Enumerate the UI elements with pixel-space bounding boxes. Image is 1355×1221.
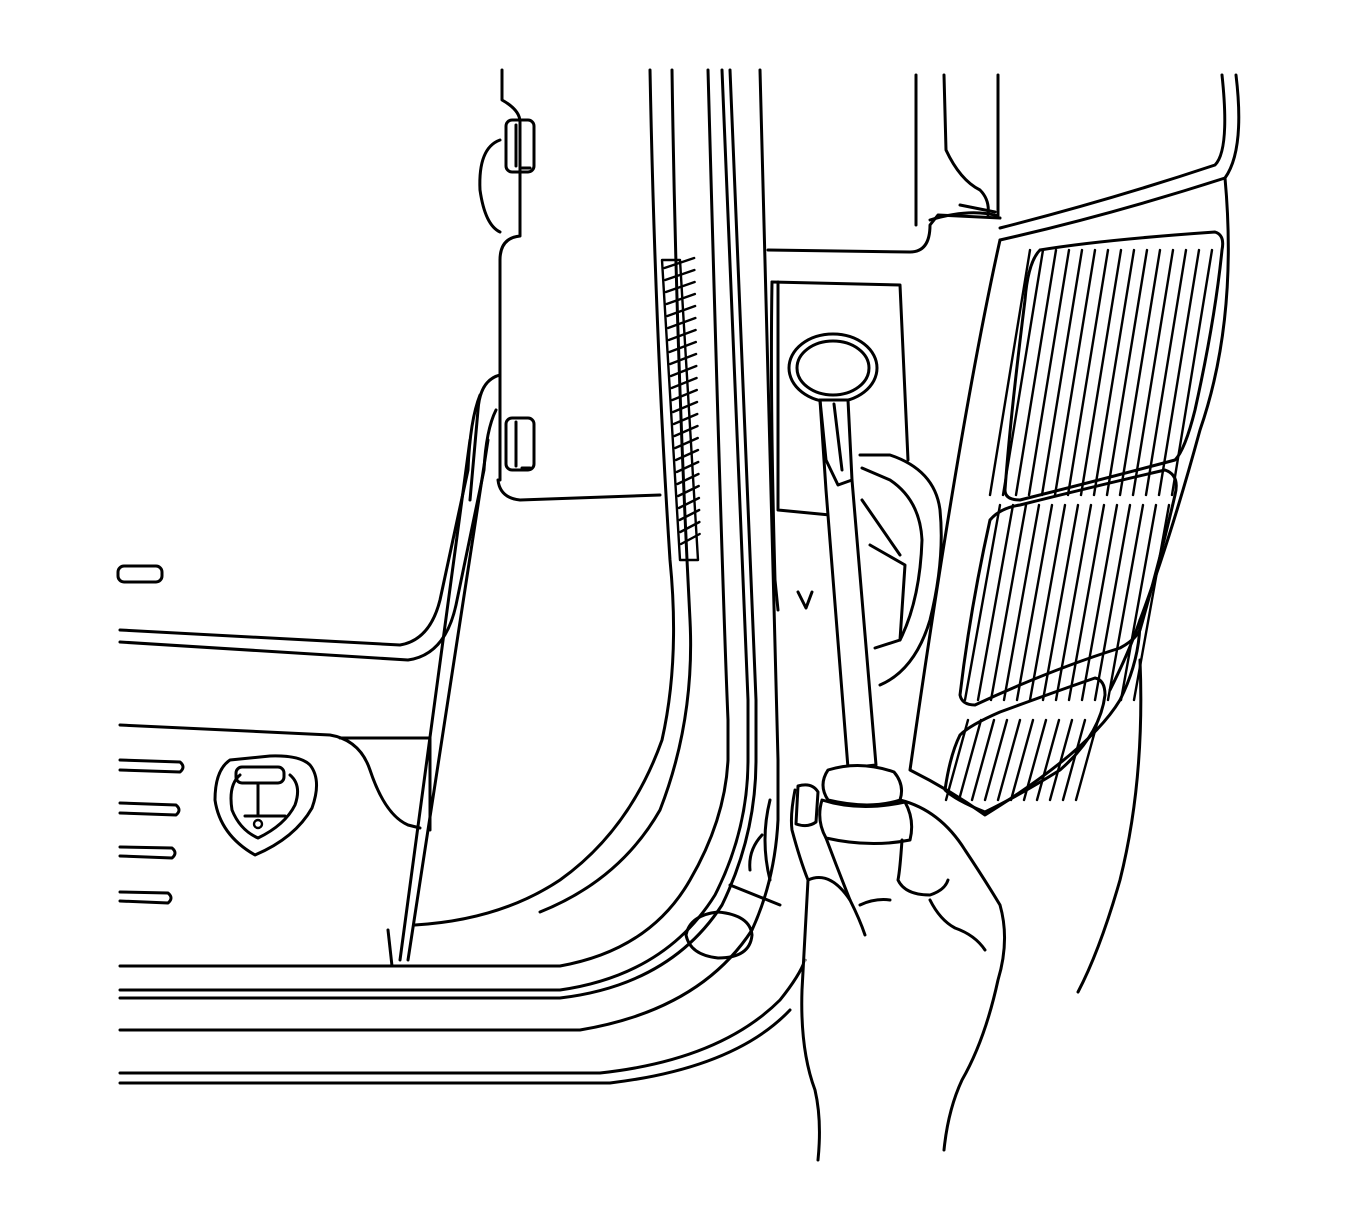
- lens-hatch-line: [989, 503, 1028, 702]
- lens-hatch-line: [944, 718, 970, 802]
- lens-hatch-line: [1001, 248, 1045, 497]
- lens-hatch-line: [1106, 503, 1145, 702]
- lens-hatch-line: [1074, 718, 1100, 802]
- pillar-hatch-line: [672, 412, 699, 426]
- lens-hatch-line: [1035, 718, 1061, 802]
- lens-hatch-line: [1092, 248, 1136, 497]
- lens-hatch-line: [970, 718, 996, 802]
- lens-hatch-line: [963, 503, 1002, 702]
- pillar-hatch-line: [664, 268, 696, 282]
- lens-hatch-line: [1131, 248, 1175, 497]
- door-sill: [118, 68, 807, 1085]
- lens-hatch-line: [1041, 503, 1080, 702]
- lens-hatch-line: [1105, 248, 1149, 497]
- pillar-hatch-line: [668, 340, 698, 354]
- pillar-hatch-line: [676, 484, 700, 498]
- lens-hatch-line: [1118, 248, 1162, 497]
- body-contour: [1076, 658, 1143, 994]
- quarter-panel: [766, 73, 1002, 687]
- lens-hatch-line: [1054, 503, 1093, 702]
- screwdriver-icon: [818, 398, 914, 846]
- door-hinge-trim: [118, 68, 662, 962]
- lens-hatch-line: [1022, 718, 1048, 802]
- lens-hatch-line: [1119, 503, 1158, 702]
- pillar-hatch-line: [674, 448, 700, 462]
- pillar-hatch-line: [666, 304, 697, 318]
- pillar-hatch-line: [663, 256, 696, 270]
- pillar-hatch-line: [679, 532, 701, 546]
- lens-hatch-line: [1170, 248, 1214, 497]
- lens-hatch-line: [1093, 503, 1132, 702]
- pillar-hatch-line: [666, 316, 697, 330]
- lens-hatch-line: [1061, 718, 1087, 802]
- lens-hatch-line: [1053, 248, 1097, 497]
- pillar-hatch-line: [678, 508, 701, 522]
- pillar-hatch-line: [667, 328, 697, 342]
- pillar-hatch-line: [679, 520, 701, 534]
- pillar-hatch-line: [671, 400, 699, 414]
- lens-hatch-line: [1157, 248, 1201, 497]
- lens-hatch-line: [996, 718, 1022, 802]
- slot-opening: [116, 564, 164, 584]
- lens-hatch-line: [1009, 718, 1035, 802]
- lens-hatch-line: [1015, 503, 1054, 702]
- lens-hatch-line: [1079, 248, 1123, 497]
- pillar-hatch-line: [677, 496, 701, 510]
- lens-hatch-line: [983, 718, 1009, 802]
- lens-hatch-line: [1027, 248, 1071, 497]
- lens-hatch-line: [988, 248, 1032, 497]
- lens-hatch-line: [1014, 248, 1058, 497]
- lens-hatch-line: [1002, 503, 1041, 702]
- body-plug-icon: [787, 332, 879, 404]
- pillar-hatch-line: [669, 352, 698, 366]
- pillar-hatch-line: [669, 364, 698, 378]
- pillar-hatch-line: [670, 376, 698, 390]
- lens-hatch-line: [1144, 248, 1188, 497]
- pillar-hatch-line: [664, 280, 696, 294]
- tie-down-loop-icon: [213, 754, 318, 857]
- lens-hatch-line: [1040, 248, 1084, 497]
- pillar-hatching: [660, 256, 701, 562]
- rear-lamp-lens-icon: [908, 73, 1241, 817]
- floor-plug-icon: [684, 798, 782, 960]
- lens-hatch-line: [976, 503, 1015, 702]
- lens-hatch-line: [957, 718, 983, 802]
- lens-hatch-line: [1067, 503, 1106, 702]
- pillar-hatch-line: [674, 436, 699, 450]
- hand-icon: [789, 783, 1007, 1162]
- floor-panel: [118, 723, 432, 968]
- lens-hatch-line: [1080, 503, 1119, 702]
- lens-hatch-line: [1048, 718, 1074, 802]
- lens-hatch-line: [1066, 248, 1110, 497]
- pillar-hatch-line: [673, 424, 699, 438]
- lens-hatch-line: [1028, 503, 1067, 702]
- pillar-hatch-line: [675, 460, 700, 474]
- pillar-hatch-line: [665, 292, 697, 306]
- pillar-hatch-line: [671, 388, 698, 402]
- pillar-hatch-line: [676, 472, 700, 486]
